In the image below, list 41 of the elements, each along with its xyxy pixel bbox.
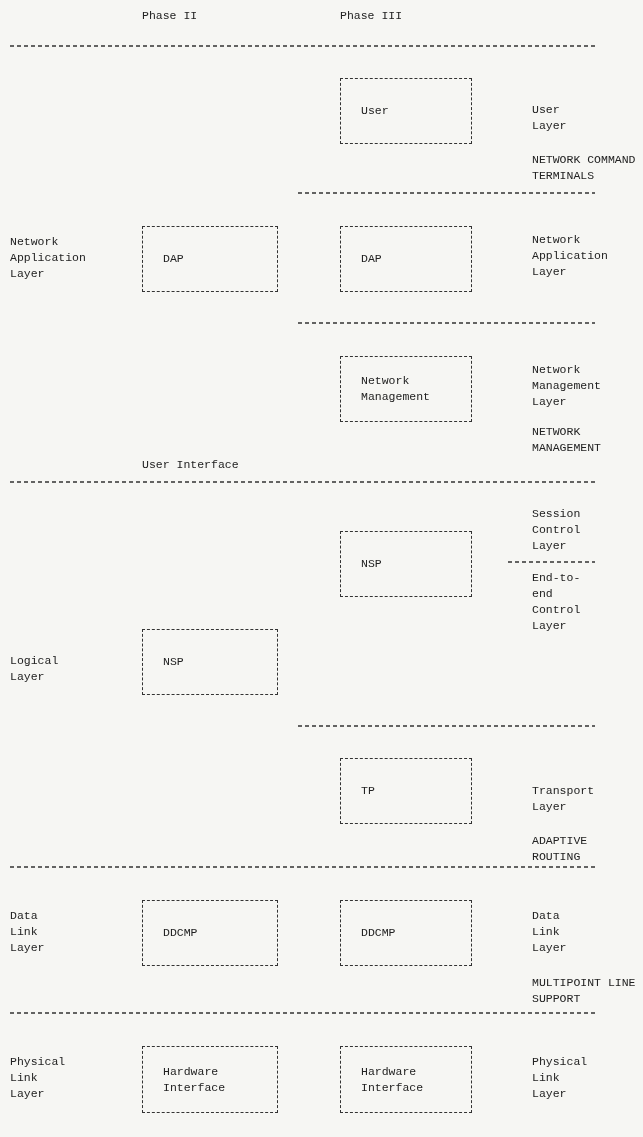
layer-name: Session Control Layer bbox=[532, 506, 581, 554]
protocol-name: Hardware Interface bbox=[162, 1063, 226, 1096]
layer-name: Logical Layer bbox=[10, 653, 59, 685]
layer-name: Data Link Layer bbox=[532, 908, 567, 956]
layer-name: Physical Link Layer bbox=[532, 1054, 588, 1102]
layer-name: Data Link Layer bbox=[10, 908, 45, 956]
protocol-box bbox=[340, 900, 472, 966]
layer-name: End-to-end Control Layer bbox=[532, 570, 581, 634]
protocol-name: DDCMP bbox=[360, 925, 396, 941]
protocol-name: NSP bbox=[162, 654, 184, 670]
protocol-name: Network Management bbox=[360, 373, 430, 405]
layer-name: Transport Layer bbox=[532, 783, 595, 815]
layer-name: Network Management Layer bbox=[532, 362, 601, 410]
protocol-name: User bbox=[360, 103, 389, 119]
protocol-box bbox=[142, 226, 278, 292]
layer-name: Network Application Layer bbox=[10, 234, 86, 282]
feature-note: NETWORK MANAGEMENT bbox=[532, 424, 601, 456]
protocol-name: Hardware Interface bbox=[360, 1063, 424, 1096]
protocol-box bbox=[142, 629, 278, 695]
column-heading: Phase II bbox=[142, 8, 198, 24]
protocol-box bbox=[142, 1046, 278, 1113]
protocol-name: TP bbox=[360, 783, 375, 799]
layer-name: Physical Link Layer bbox=[10, 1054, 66, 1102]
protocol-name: DAP bbox=[360, 251, 382, 267]
column-heading: Phase III bbox=[340, 8, 403, 24]
protocol-box bbox=[340, 758, 472, 824]
protocol-box bbox=[340, 226, 472, 292]
layer-name: Network Application Layer bbox=[532, 232, 608, 280]
protocol-box bbox=[340, 531, 472, 597]
protocol-name: NSP bbox=[360, 556, 382, 572]
interface-label: User Interface bbox=[142, 457, 239, 473]
protocol-name: DAP bbox=[162, 251, 184, 267]
feature-note: ADAPTIVE ROUTING bbox=[532, 833, 588, 865]
protocol-box bbox=[340, 78, 472, 144]
protocol-box bbox=[340, 356, 472, 422]
feature-note: NETWORK COMMAND TERMINALS bbox=[532, 152, 636, 184]
protocol-box bbox=[142, 900, 278, 966]
protocol-name: DDCMP bbox=[162, 925, 198, 941]
layer-name: User Layer bbox=[532, 102, 567, 134]
feature-note: MULTIPOINT LINE SUPPORT bbox=[532, 975, 636, 1007]
protocol-box bbox=[340, 1046, 472, 1113]
